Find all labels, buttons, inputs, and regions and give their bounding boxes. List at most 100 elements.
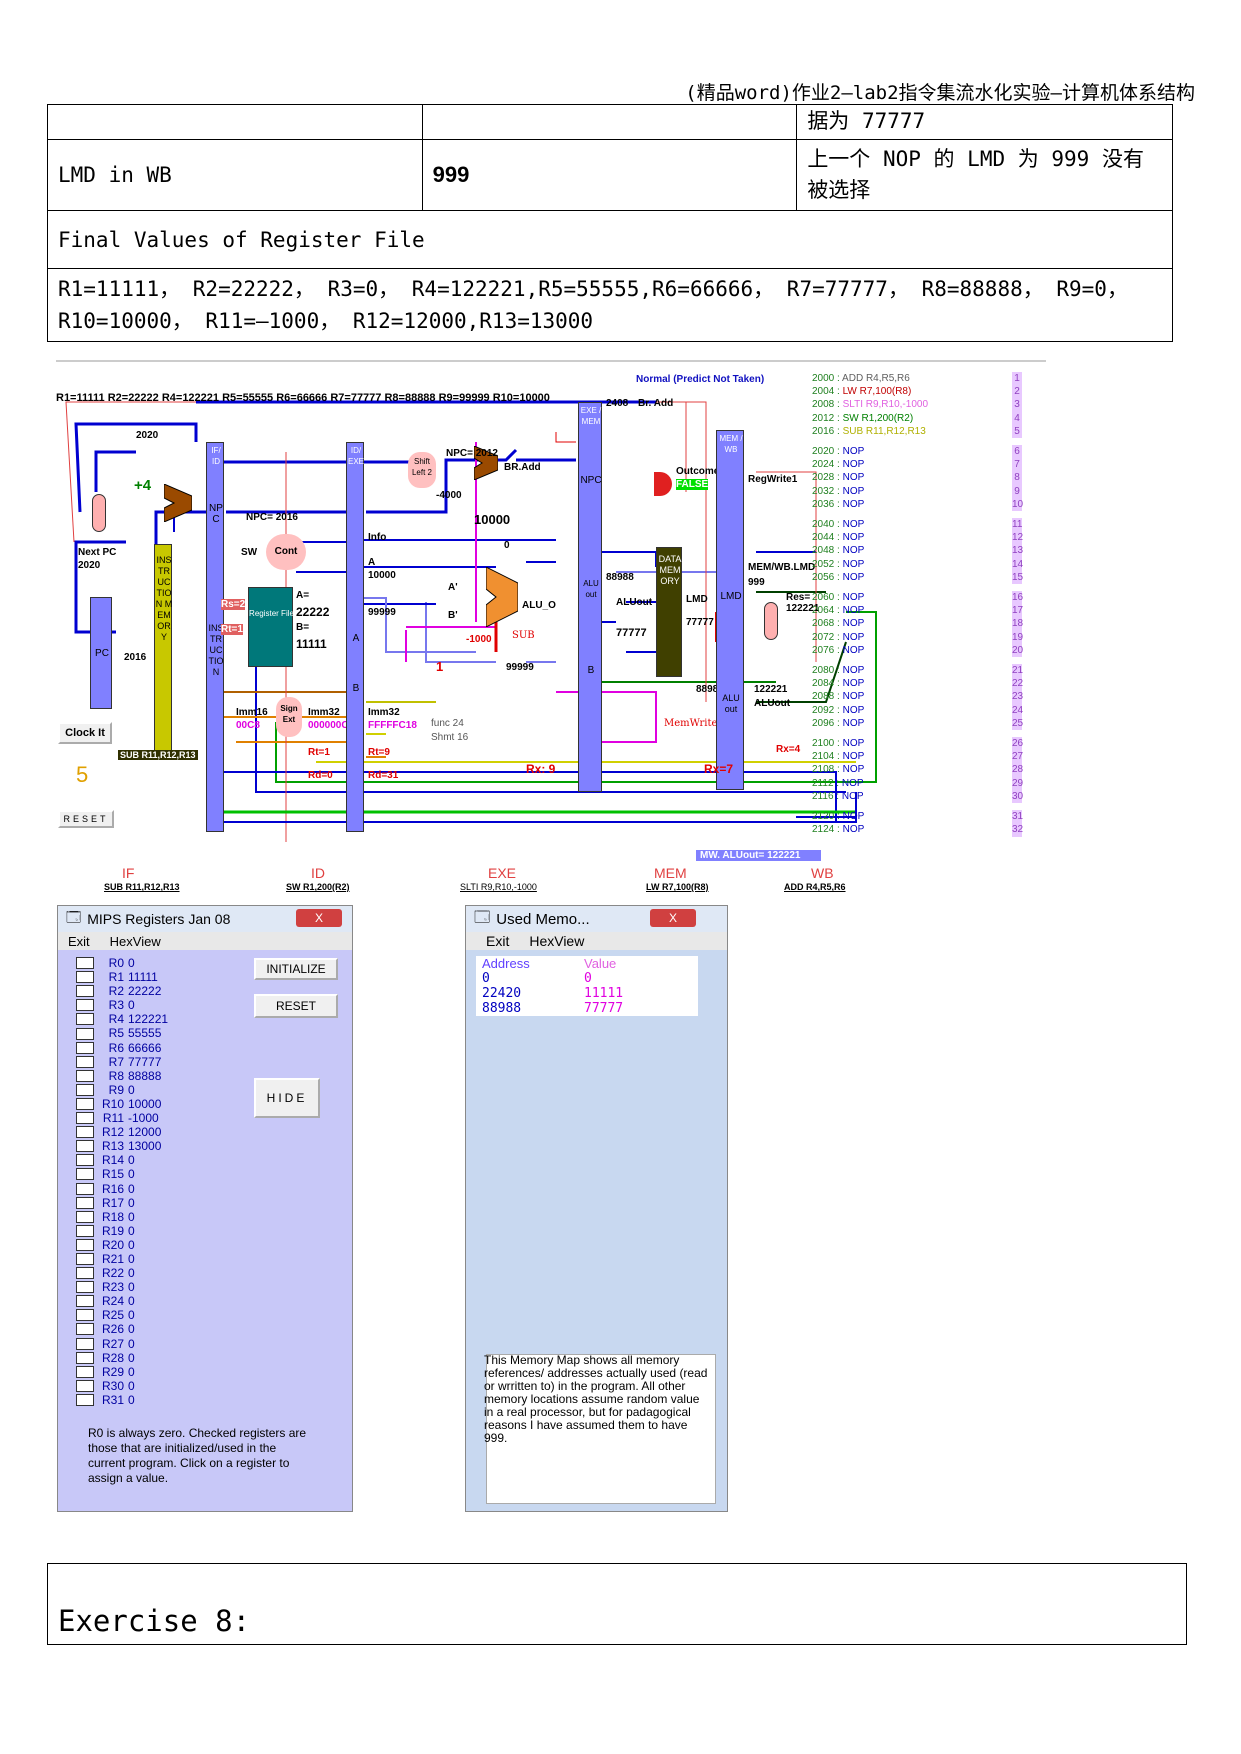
imm16-label: Imm16 <box>236 707 268 718</box>
register-checkbox[interactable] <box>76 1267 94 1280</box>
register-checkbox[interactable] <box>76 1126 94 1139</box>
table-cell: 据为 77777 <box>796 104 1173 140</box>
register-checkbox[interactable] <box>76 1112 94 1125</box>
register-checkbox[interactable] <box>76 1097 94 1110</box>
register-checkbox[interactable] <box>76 1069 94 1082</box>
register-checkbox[interactable] <box>76 1379 94 1392</box>
register-checkbox[interactable] <box>76 1323 94 1336</box>
register-checkbox[interactable] <box>76 957 94 970</box>
register-checkbox[interactable] <box>76 1351 94 1364</box>
close-button[interactable]: X <box>650 909 696 927</box>
register-checkbox[interactable] <box>76 985 94 998</box>
register-checkbox[interactable] <box>76 1365 94 1378</box>
b-99999: 99999 <box>506 662 534 673</box>
register-checkbox[interactable] <box>76 1253 94 1266</box>
register-checkbox[interactable] <box>76 1224 94 1237</box>
register-checkbox[interactable] <box>76 1210 94 1223</box>
page-header: (精品word)作业2—lab2指令集流水化实验—计算机体系结构 <box>685 82 1195 104</box>
memory-table-header: Address Value <box>482 956 617 971</box>
register-checkbox[interactable] <box>76 1083 94 1096</box>
reset-button[interactable]: RESET <box>58 810 114 828</box>
alu-zero: 0 <box>504 540 510 551</box>
register-checkbox[interactable] <box>76 1140 94 1153</box>
datapath-wires <box>65 400 877 842</box>
register-checkbox[interactable] <box>76 1154 94 1167</box>
neg4000-label: -4000 <box>436 490 462 501</box>
menu-hexview[interactable]: HexView <box>109 933 161 949</box>
register-checkbox[interactable] <box>76 1281 94 1294</box>
plus4-label: +4 <box>134 477 152 494</box>
close-button[interactable]: X <box>296 909 342 927</box>
stage-exe-instr: SLTI R9,R10,-1000 <box>460 882 537 892</box>
register-checkbox[interactable] <box>76 1055 94 1068</box>
hide-button[interactable]: HIDE <box>254 1078 320 1118</box>
menu-hexview[interactable]: HexView <box>529 933 585 949</box>
register-checkbox[interactable] <box>76 1168 94 1181</box>
register-checkbox[interactable] <box>76 1196 94 1209</box>
register-checkbox[interactable] <box>76 1182 94 1195</box>
register-checkbox[interactable] <box>76 1238 94 1251</box>
imm32-value: 000000C8 <box>308 720 355 731</box>
results-table: 据为 77777 LMD in WB 999 上一个 NOP 的 LMD 为 9… <box>47 104 1173 342</box>
menu-exit[interactable]: Exit <box>68 933 90 949</box>
initialize-button[interactable]: INITIALIZE <box>254 958 338 980</box>
register-checkbox[interactable] <box>76 1295 94 1308</box>
register-checkbox[interactable] <box>76 1337 94 1350</box>
register-checkbox[interactable] <box>76 999 94 1012</box>
register-checkbox[interactable] <box>76 1309 94 1322</box>
register-checkbox[interactable] <box>76 971 94 984</box>
register-checkbox[interactable] <box>76 1041 94 1054</box>
reset-registers-button[interactable]: RESET <box>254 994 338 1018</box>
data-memory: DATA MEMORY <box>656 547 682 677</box>
rx4-label: Rx=4 <box>776 744 801 755</box>
pc-adder-icon <box>164 484 192 522</box>
outcome-label: Outcome <box>676 466 720 477</box>
clock-it-button[interactable]: Clock It <box>58 722 112 744</box>
register-checkbox[interactable] <box>76 1393 94 1406</box>
register-checkbox[interactable] <box>76 1013 94 1026</box>
menu-exit[interactable]: Exit <box>486 933 510 949</box>
a2-value: 10000 <box>368 570 396 581</box>
register-checkbox[interactable] <box>76 1027 94 1040</box>
register-row[interactable]: R11-1000 <box>76 1111 168 1125</box>
